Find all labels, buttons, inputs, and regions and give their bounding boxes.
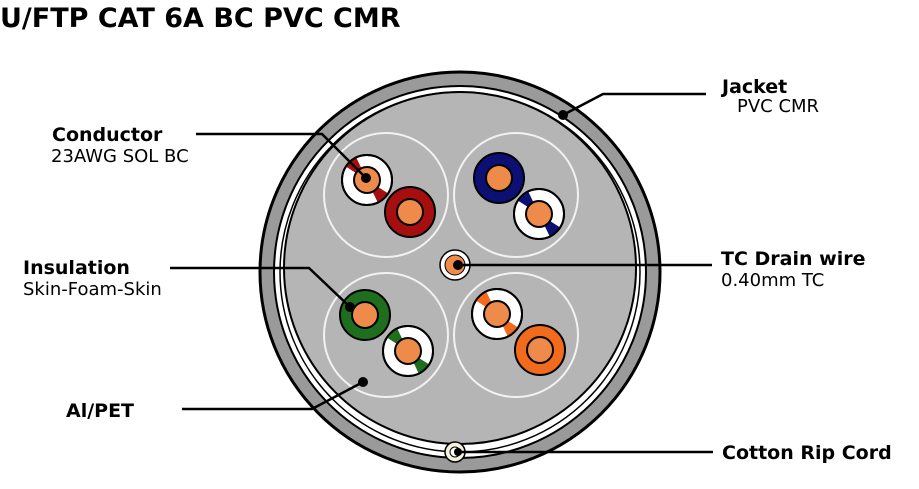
conductor-label: Conductor xyxy=(52,124,163,146)
pair-boundary-green xyxy=(323,272,449,398)
pair-green xyxy=(339,289,434,377)
wire-green xyxy=(339,289,391,341)
cable-cross-section xyxy=(258,70,662,474)
leader-insulation xyxy=(170,266,351,308)
insulation-detail: Skin-Foam-Skin xyxy=(23,279,162,300)
wire-orange xyxy=(514,324,566,376)
leader-dots xyxy=(345,110,568,456)
drain-wire-detail: 0.40mm TC xyxy=(721,270,824,291)
shield-label: Al/PET xyxy=(66,400,134,422)
jacket-label: Jacket xyxy=(720,76,787,98)
wire-white-blue xyxy=(513,188,565,240)
diagram-title: U/FTP CAT 6A BC PVC CMR xyxy=(0,3,401,34)
wire-white-green xyxy=(382,325,434,377)
drain-wire-label: TC Drain wire xyxy=(721,248,865,270)
jacket-detail: PVC CMR xyxy=(737,96,819,117)
rip-cord-label: Cotton Rip Cord xyxy=(722,442,892,464)
pair-boundary-orange xyxy=(453,272,579,398)
leader-jacket xyxy=(562,92,706,117)
leader-lines xyxy=(170,92,713,454)
pair-boundary-blue xyxy=(453,132,579,258)
wire-brown xyxy=(384,186,436,238)
wire-blue xyxy=(473,152,525,204)
leader-shield xyxy=(182,380,364,411)
pair-orange xyxy=(471,288,566,376)
insulation-label: Insulation xyxy=(23,257,130,279)
pair-boundary-brown xyxy=(323,132,449,258)
conductor-detail: 23AWG SOL BC xyxy=(51,146,189,167)
pair-blue xyxy=(473,152,565,240)
wire-white-orange xyxy=(471,288,523,340)
leader-conductor xyxy=(196,132,367,179)
